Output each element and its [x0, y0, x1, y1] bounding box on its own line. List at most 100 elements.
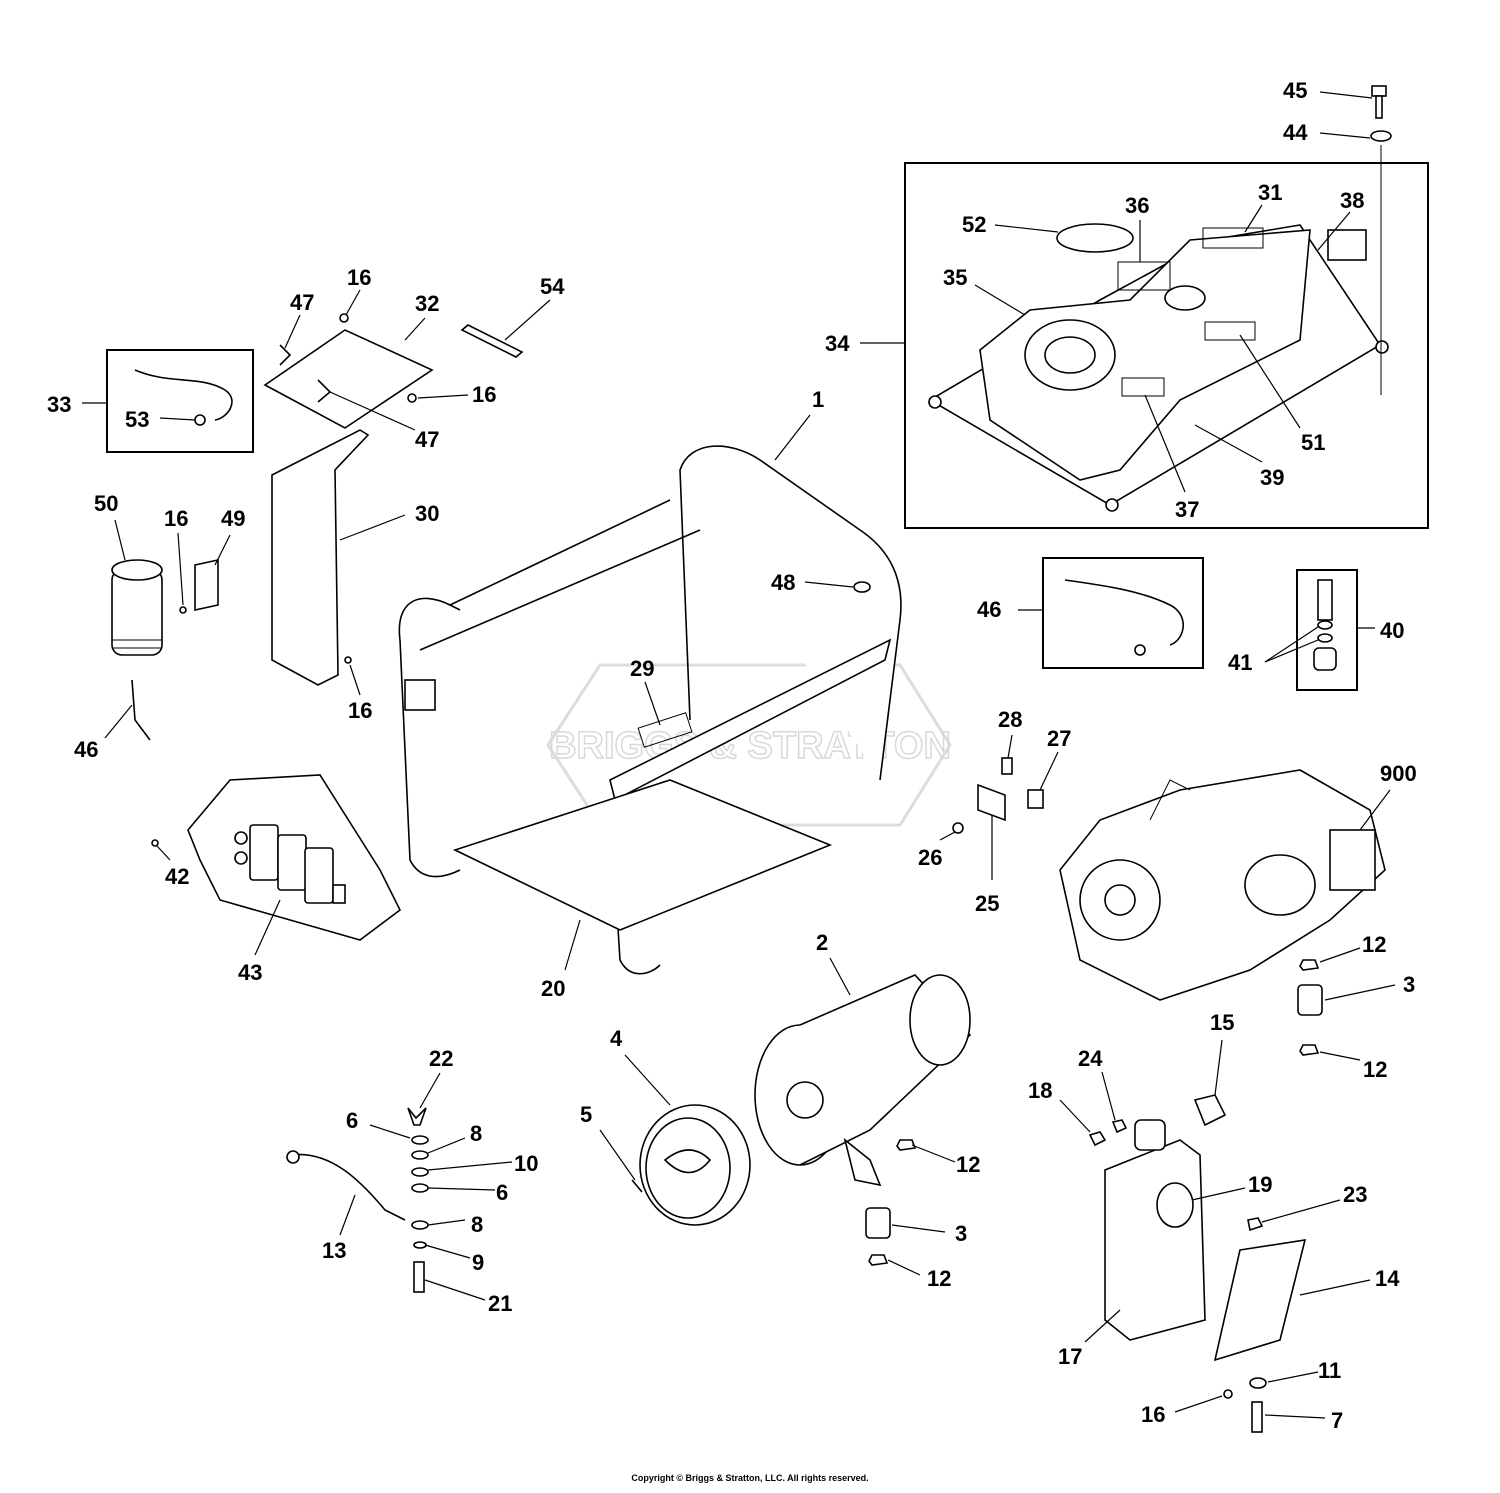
- label-25: 25: [975, 891, 999, 916]
- leader-6-a: [369, 1124, 411, 1139]
- washer-44: [1370, 130, 1392, 142]
- washer-6-a: [411, 1135, 429, 1145]
- label-32: 32: [415, 291, 439, 316]
- leader-7: [1264, 1414, 1326, 1419]
- leader-2: [829, 957, 851, 996]
- label-15: 15: [1210, 1010, 1234, 1035]
- switch-parts: [952, 757, 1044, 834]
- fuel-tank-group: [904, 162, 1429, 529]
- frame-tube-rear-left: [679, 469, 691, 721]
- leader-16-canister: [177, 532, 184, 606]
- label-31: 31: [1258, 180, 1282, 205]
- outlet-1: [249, 824, 279, 881]
- leader-27: [1039, 751, 1059, 791]
- nut-12-c: [896, 1139, 917, 1151]
- label-6-b: 6: [496, 1180, 508, 1205]
- label-50: 50: [94, 491, 118, 516]
- leader-8-a: [427, 1137, 466, 1154]
- leader-13: [339, 1194, 356, 1236]
- leader-45: [1319, 91, 1373, 99]
- breaker-1: [234, 831, 248, 845]
- label-23: 23: [1343, 1182, 1367, 1207]
- label-18: 18: [1028, 1078, 1052, 1103]
- nut-12-d: [868, 1254, 889, 1266]
- label-44: 44: [1283, 120, 1308, 145]
- hose-53: [134, 369, 233, 421]
- screw-5: [631, 1179, 643, 1193]
- cover-4: [631, 1104, 751, 1226]
- label-12-b: 12: [1363, 1057, 1387, 1082]
- leader-lines: [82, 91, 1396, 1419]
- engine-900: [1059, 769, 1386, 1001]
- leader-32: [404, 317, 426, 341]
- leader-16-muffler: [1174, 1395, 1223, 1413]
- label-16-muffler: 16: [1141, 1402, 1165, 1427]
- strip-54: [460, 324, 524, 358]
- canister-50: [111, 559, 219, 741]
- label-900: 900: [1380, 761, 1417, 786]
- leader-21: [424, 1279, 486, 1301]
- leader-31: [1244, 204, 1263, 233]
- washer-41b: [1317, 633, 1333, 643]
- leader-37: [1144, 394, 1186, 493]
- wingnut-22: [407, 1107, 427, 1126]
- hose-46-right: [1064, 579, 1184, 646]
- label-24: 24: [1078, 1046, 1103, 1071]
- leader-8-b: [427, 1219, 466, 1226]
- alternator-2: [754, 974, 972, 1187]
- bolt-45-shank: [1375, 95, 1383, 119]
- breaker-2: [234, 851, 248, 865]
- tank-grommet-1: [928, 395, 942, 409]
- label-11: 11: [1318, 1358, 1341, 1383]
- leader-50: [114, 519, 126, 561]
- label-48: 48: [771, 570, 795, 595]
- screw-16-top: [339, 313, 349, 323]
- leader-19: [1191, 1187, 1246, 1201]
- leader-54: [504, 299, 551, 341]
- label-38: 38: [1340, 188, 1364, 213]
- label-26: 26: [918, 845, 942, 870]
- muffler-outlet: [1134, 1119, 1166, 1151]
- nut-10: [411, 1167, 429, 1177]
- leader-12-a: [1319, 947, 1361, 963]
- copyright-text: Copyright © Briggs & Stratton, LLC. All …: [631, 1473, 868, 1483]
- label-3-a: 3: [1403, 972, 1415, 997]
- hose-box-33: [106, 349, 254, 453]
- hose-46-left: [131, 679, 151, 741]
- valve-group-40: [1296, 569, 1358, 691]
- engine-fin: [1149, 779, 1191, 821]
- label-28: [1001, 757, 1013, 775]
- label-42: 42: [165, 864, 189, 889]
- decal-36: [1117, 261, 1171, 291]
- panel-plate-32: [263, 313, 434, 429]
- watermark-text: BRIGGS & STRATTON: [549, 725, 951, 767]
- label-12-c: 12: [956, 1152, 980, 1177]
- label-2: 2: [816, 930, 828, 955]
- clip-47-top: [279, 344, 292, 366]
- hose-group-33: [106, 349, 254, 453]
- hose-group-46: [1042, 557, 1204, 669]
- label-8-a: 8: [470, 1121, 482, 1146]
- fuel-tank-shell: [979, 229, 1311, 481]
- label-17: 17: [1058, 1344, 1082, 1369]
- label-47-bottom: 47: [415, 427, 439, 452]
- tank-grommet-2: [1105, 498, 1119, 512]
- label-30: 30: [415, 501, 439, 526]
- label-22: 22: [429, 1046, 453, 1071]
- label-14: 14: [1375, 1266, 1400, 1291]
- muffler-heatshield-19: [1156, 1182, 1194, 1228]
- washer-6-b: [411, 1183, 429, 1193]
- frame-rail-top: [449, 499, 671, 606]
- label-35: 35: [943, 265, 967, 290]
- hose-box-46: [1042, 557, 1204, 669]
- label-19: 19: [1248, 1172, 1272, 1197]
- leader-29: [644, 681, 661, 726]
- label-29: 29: [630, 656, 654, 681]
- washer-41a: [1317, 620, 1333, 630]
- frame-1: [398, 445, 902, 975]
- leader-16-bracket: [349, 664, 361, 696]
- isolator-3-a: [1297, 984, 1323, 1016]
- leader-3-b: [891, 1224, 946, 1233]
- leader-41a: [1264, 626, 1319, 663]
- label-43: 43: [238, 960, 262, 985]
